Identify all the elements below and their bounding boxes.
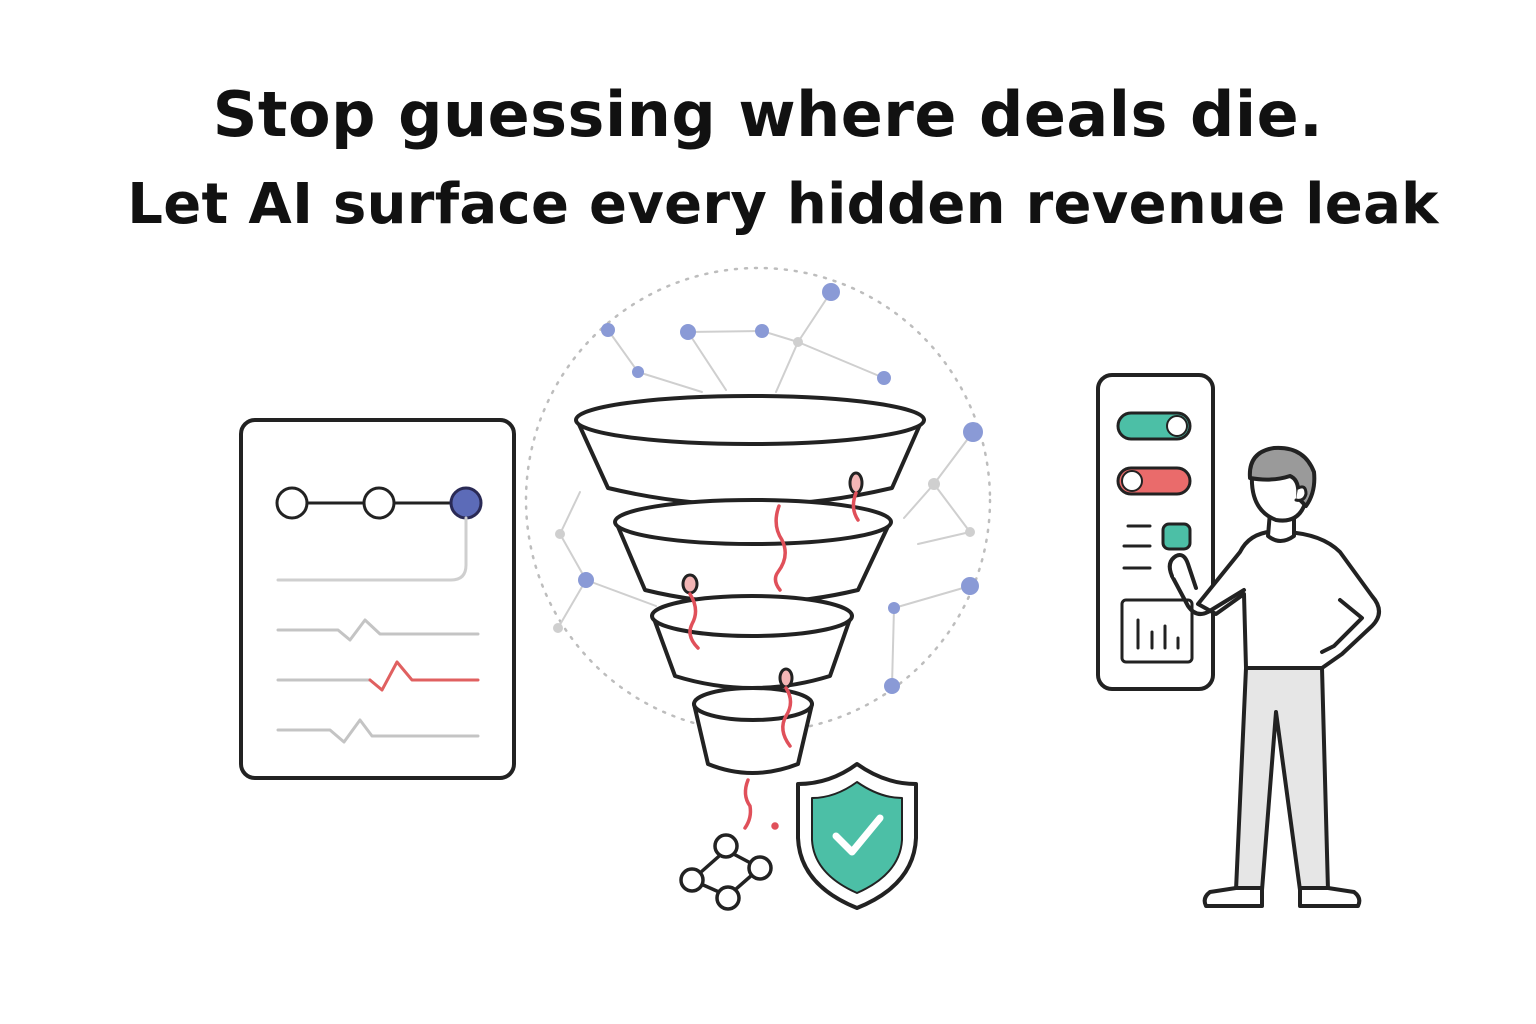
signal-line-3 — [276, 718, 480, 744]
ai-network-graph — [557, 291, 974, 687]
timeline-panel — [239, 418, 516, 780]
menu-lines-icon — [1122, 524, 1152, 570]
panel-action-button[interactable] — [1161, 522, 1192, 551]
toggle-on[interactable] — [1116, 411, 1192, 441]
bar-chart-icon — [1120, 598, 1194, 664]
toggle-off[interactable] — [1116, 466, 1192, 496]
network-nodes — [553, 283, 983, 694]
ai-halo-ring — [524, 266, 992, 734]
shield-check-icon — [796, 762, 918, 910]
timeline-step-1-icon — [275, 486, 309, 520]
control-panel — [1096, 373, 1215, 691]
timeline-step-2-icon — [362, 486, 396, 520]
timeline-step-active-icon — [449, 486, 483, 520]
share-nodes-icon — [679, 833, 773, 911]
headline-line-1: Stop guessing where deals die. — [212, 78, 1324, 151]
signal-line-1 — [276, 618, 480, 642]
revenue-leak-marks — [681, 471, 864, 830]
sales-funnel — [574, 394, 926, 775]
headline-line-2: Let AI surface every hidden revenue leak — [127, 172, 1439, 237]
person-figure — [1167, 445, 1381, 908]
